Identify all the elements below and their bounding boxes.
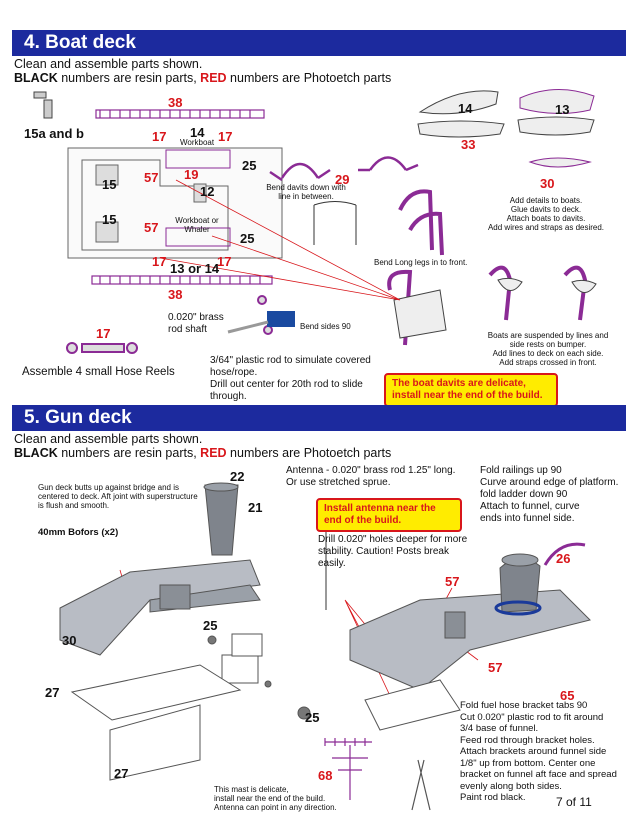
add-details-text: Add details to boats. Glue davits to dec… — [487, 196, 605, 232]
bofors-label: 40mm Bofors (x2) — [38, 527, 119, 538]
part-label: Workboat — [180, 138, 215, 147]
part-label: 25 — [305, 710, 320, 725]
part-label: 14 — [458, 101, 473, 116]
brass-rod-text: 0.020" brass rod shaft — [168, 312, 224, 335]
part-label: 38 — [168, 287, 183, 302]
section-heading-gun-deck: 5. Gun deck — [12, 405, 626, 431]
intro-text-a: numbers are resin parts, — [57, 446, 201, 460]
part-label: 17 — [152, 254, 167, 269]
part-15-drawing — [33, 91, 53, 119]
intro-text-b: numbers are Photoetch parts — [226, 446, 392, 460]
intro-text-a: numbers are resin parts, — [57, 71, 201, 85]
drill-text-inner: Drill 0.020" holes deeper for more stabi… — [318, 534, 468, 569]
part-label: 19 — [184, 167, 199, 182]
part-label: 17 — [152, 129, 167, 144]
mast-drawing — [324, 738, 431, 811]
intro-line-1: Clean and assemble parts shown. — [14, 57, 203, 71]
railing-38-drawings — [91, 109, 273, 285]
davit-29-drawing — [269, 156, 419, 245]
antenna-text: Antenna - 0.020" brass rod 1.25" long. O… — [286, 465, 456, 488]
part-label: Workboat or Whaler — [175, 216, 219, 234]
part-label: 12 — [200, 184, 215, 199]
part-label: 13 or 14 — [170, 261, 220, 276]
warning-note-davits: The boat davits are delicate, install ne… — [384, 373, 558, 407]
fold-railings-text: Fold railings up 90 Curve around edge of… — [480, 465, 619, 524]
mast-note: This mast is delicate, install near the … — [214, 785, 337, 812]
black-word: BLACK — [14, 446, 58, 460]
part-label: 26 — [556, 551, 571, 566]
part-label: 33 — [461, 137, 476, 152]
plastic-rod-text: 3/64" plastic rod to simulate covered ho… — [210, 355, 371, 402]
part-label: 30 — [62, 633, 77, 648]
part-label: 57 — [488, 660, 503, 675]
davit-assembly-drawings — [387, 189, 588, 346]
part-label: 57 — [445, 574, 460, 589]
intro-line-1: Clean and assemble parts shown. — [14, 432, 203, 446]
part-label: 15 — [102, 212, 117, 227]
intro-text-b: numbers are Photoetch parts — [226, 71, 392, 85]
bend-sides-text: Bend sides 90 — [300, 322, 351, 331]
part-label: 27 — [114, 766, 129, 781]
fuel-hose-text: Fold fuel hose bracket tabs 90 Cut 0.020… — [460, 700, 617, 803]
part-label: 17 — [217, 254, 232, 269]
part-label: 25 — [242, 158, 257, 173]
part-label: 21 — [248, 500, 263, 515]
page-number: 7 of 11 — [556, 795, 592, 809]
boat-deck-drawing — [67, 147, 283, 259]
part-label: 57 — [144, 220, 159, 235]
gun-deck-note: Gun deck butts up against bridge and is … — [38, 483, 198, 510]
part-label: 22 — [230, 469, 245, 484]
part-label: 15 — [102, 177, 117, 192]
part-label: 17 — [96, 326, 111, 341]
part-label: 14 — [190, 125, 205, 140]
part-label: 27 — [45, 685, 60, 700]
part-label: 15a and b — [24, 126, 84, 141]
red-word: RED — [200, 446, 227, 460]
assemble-reels-text: Assemble 4 small Hose Reels — [22, 366, 175, 378]
part-label: 57 — [144, 170, 159, 185]
part-label: 25 — [203, 618, 218, 633]
part-label: 65 — [560, 688, 575, 703]
black-word: BLACK — [14, 71, 58, 85]
part-label: 13 — [555, 102, 570, 117]
intro-line-2: BLACK numbers are resin parts, RED numbe… — [14, 71, 391, 85]
part-label: 30 — [540, 176, 555, 191]
part-label: 38 — [168, 95, 183, 110]
part-label: 17 — [218, 129, 233, 144]
part-label: 29 — [335, 172, 350, 187]
gun-deck-right-drawing — [325, 524, 591, 731]
red-word: RED — [200, 71, 227, 85]
part-label: 25 — [240, 231, 255, 246]
hose-reel-drawing — [66, 295, 295, 354]
bend-long-text: Bend Long legs in to front. — [374, 258, 468, 267]
intro-line-2: BLACK numbers are resin parts, RED numbe… — [14, 446, 391, 460]
warning-note-antenna: Install antenna near the end of the buil… — [316, 498, 462, 532]
boats-suspended-text: Boats are suspended by lines and side re… — [487, 331, 609, 367]
boat-hull-drawings — [393, 88, 597, 339]
gun-deck-drawing — [59, 482, 311, 781]
section-heading-boat-deck: 4. Boat deck — [12, 30, 626, 56]
drill-text: Drill 0.020" holes deeper for more stabi… — [318, 534, 468, 570]
part-label: 68 — [318, 768, 333, 783]
bend-davits-text: Bend davits down with line in between. — [266, 183, 346, 201]
